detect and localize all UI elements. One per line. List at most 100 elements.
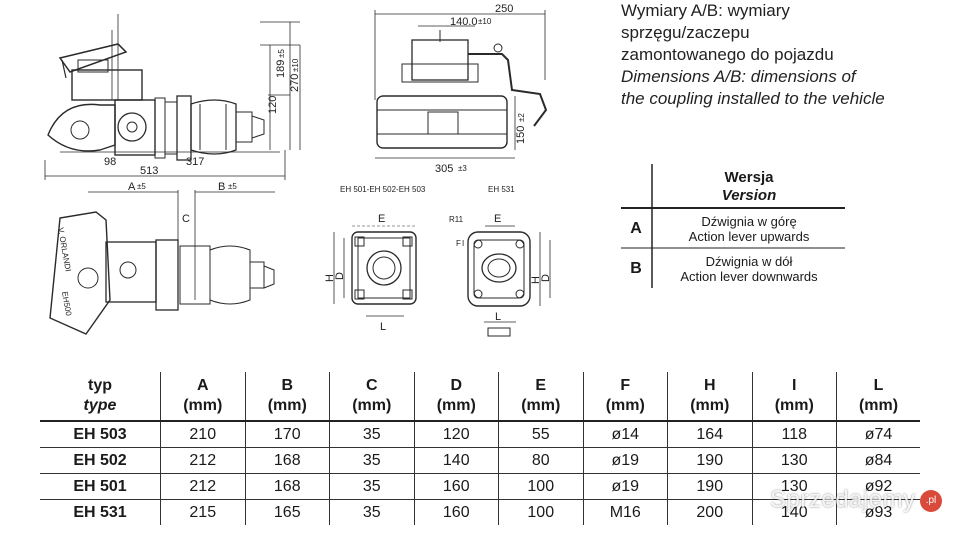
col-unit: (mm) [436, 397, 476, 414]
dim-B-tol: ±5 [228, 182, 237, 191]
label-D-2: D [540, 274, 552, 282]
cell-type: EH 502 [40, 447, 161, 474]
col-name: C [365, 377, 378, 394]
spec-table: typ type A(mm) B(mm) C(mm) D(mm) E(mm) F… [40, 372, 920, 525]
label-E-2: E [494, 213, 501, 225]
col-name: D [450, 377, 463, 394]
col-unit: (mm) [352, 397, 392, 414]
label-L-2: L [495, 311, 501, 323]
view-label-eh531: EH 531 [488, 185, 515, 194]
flange-view-eh501 [333, 225, 417, 317]
version-header-pl: Wersja [724, 169, 774, 186]
drawing-dimension-labels: 250 140.0 ±10 189 ±5 270 ±10 120 98 513 … [56, 3, 552, 333]
cell-f: M16 [582, 499, 668, 525]
label-D-1: D [334, 272, 346, 280]
header-col-b: B(mm) [244, 372, 330, 421]
cell-a: 210 [160, 420, 245, 448]
coupling-plan-view [49, 190, 275, 335]
cell-b: 168 [244, 473, 330, 500]
dim-317: 317 [186, 156, 204, 168]
technical-drawings: 250 140.0 ±10 189 ±5 270 ±10 120 98 513 … [44, 3, 552, 337]
flange-view-eh531 [467, 225, 551, 337]
dim-140-tol: ±10 [478, 17, 492, 26]
cell-e: 80 [498, 447, 583, 474]
cell-l: ø84 [836, 447, 920, 474]
col-unit: (mm) [690, 397, 730, 414]
label-I: I [462, 239, 464, 248]
cell-e: 55 [498, 420, 583, 448]
dim-120: 120 [267, 96, 279, 114]
cell-c: 35 [329, 447, 414, 474]
cell-type: EH 501 [40, 473, 161, 500]
coupling-front-view [374, 10, 548, 159]
cell-l: ø93 [836, 499, 920, 525]
cell-l: ø92 [836, 473, 920, 500]
col-name: A [196, 377, 209, 394]
version-table-header: Wersja Version [653, 164, 845, 208]
dim-140: 140.0 [450, 16, 478, 28]
col-unit: (mm) [183, 397, 223, 414]
label-H-1: H [324, 274, 336, 282]
cell-h: 190 [667, 447, 752, 474]
cell-c: 35 [329, 499, 414, 525]
header-col-d: D (mm) [413, 372, 499, 421]
col-name: I [792, 377, 797, 394]
brand-mark: V. ORLANDI [56, 227, 73, 272]
cell-h: 164 [667, 420, 752, 448]
cell-l: ø74 [836, 420, 920, 448]
cell-a: 212 [160, 473, 245, 500]
header-col-a: A (mm) [160, 372, 245, 421]
col-name: B [281, 377, 294, 394]
header-col-c: C (mm) [329, 372, 414, 421]
cell-c: 35 [329, 473, 414, 500]
cell-i: 130 [751, 447, 837, 474]
version-row-b: B Dźwignia w dół Action lever downwards [621, 249, 845, 289]
version-desc-pl: Dźwignia w górę [701, 214, 797, 229]
col-unit: (mm) [521, 397, 561, 414]
version-desc-pl: Dźwignia w dół [705, 254, 793, 269]
col-name: F [620, 377, 631, 394]
dim-150: 150 [515, 126, 527, 144]
label-L-1: L [380, 321, 386, 333]
header-col-i: I(mm) [751, 372, 837, 421]
cell-i: 130 [751, 473, 837, 500]
header-type: typ type [40, 372, 161, 421]
dim-150-tol: ±2 [517, 113, 526, 122]
dim-C: C [182, 213, 190, 225]
label-F: F [456, 239, 461, 248]
cell-i: 118 [751, 420, 837, 448]
cell-d: 140 [413, 447, 499, 474]
cell-h: 200 [667, 499, 752, 525]
cell-b: 165 [244, 499, 330, 525]
coupling-side-view-top [44, 14, 301, 180]
cell-f: ø19 [582, 473, 668, 500]
watermark-text: Sprzedajemy [770, 486, 916, 513]
header-type-en: type [83, 397, 117, 414]
version-desc-en: Action lever downwards [680, 269, 818, 284]
table-row: EH 502 212 168 35 140 80 ø19 190 130 ø84 [40, 447, 920, 474]
view-label-eh501: EH 501-EH 502-EH 503 [340, 185, 426, 194]
cell-type: EH 503 [40, 420, 161, 448]
version-key: B [630, 260, 642, 277]
dim-189-tol: ±5 [277, 49, 286, 58]
cell-f: ø19 [582, 447, 668, 474]
table-row: EH 501 212 168 35 160 100 ø19 190 130 ø9… [40, 473, 920, 500]
cell-h: 190 [667, 473, 752, 500]
cell-d: 160 [413, 473, 499, 500]
cell-a: 212 [160, 447, 245, 474]
dim-305-tol: ±3 [458, 164, 467, 173]
version-header-en: Version [721, 187, 777, 204]
dim-513: 513 [140, 165, 158, 177]
dim-270: 270 [289, 74, 301, 92]
cell-c: 35 [329, 420, 414, 448]
label-r11: R11 [449, 215, 464, 224]
spec-header-row: typ type A(mm) B(mm) C(mm) D(mm) E(mm) F… [40, 372, 920, 421]
caption-pl-line-3: zamontowanego do pojazdu [621, 45, 834, 64]
dim-250: 250 [495, 3, 513, 15]
header-col-l: L(mm) [836, 372, 920, 421]
caption-en-line-1: Dimensions A/B: dimensions of [621, 67, 856, 86]
version-row-a: A Dźwignia w górę Action lever upwards [621, 209, 845, 249]
header-col-f: F (mm) [582, 372, 668, 421]
col-name: L [873, 377, 884, 394]
col-unit: (mm) [605, 397, 645, 414]
